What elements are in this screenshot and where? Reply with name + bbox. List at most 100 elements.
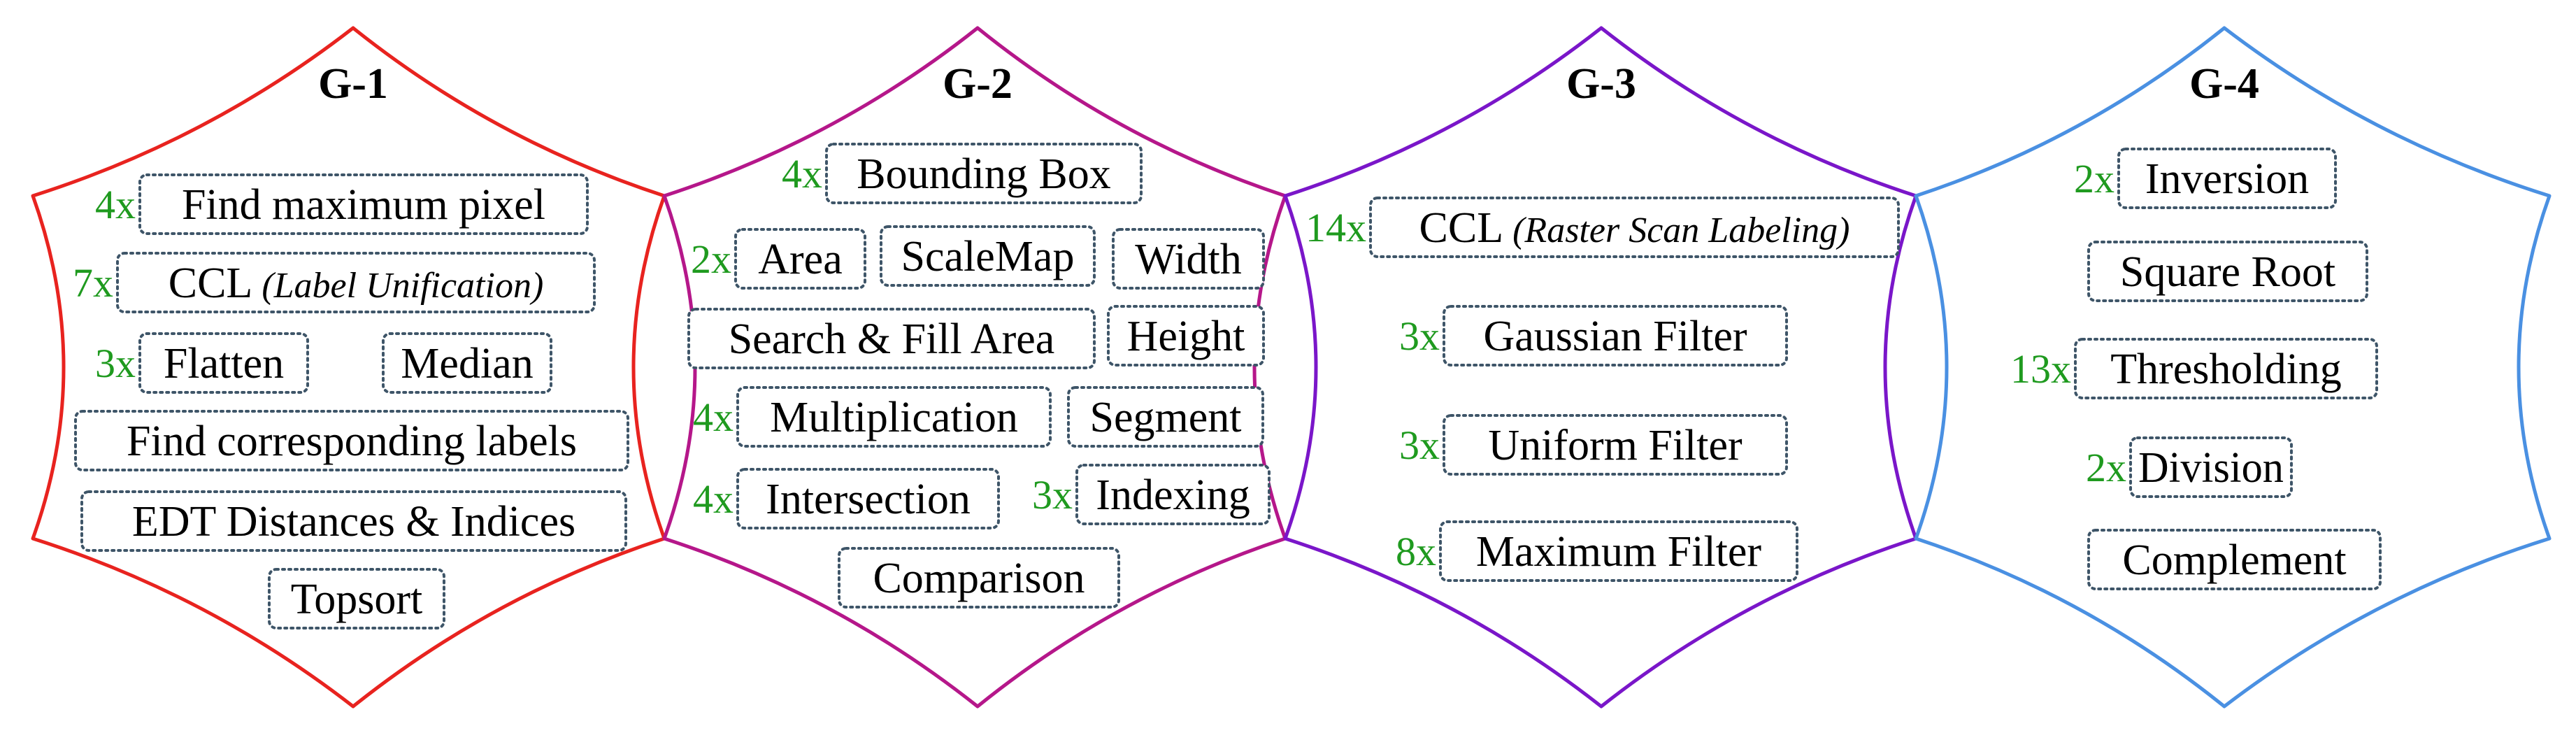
op-item-g-1-find-maximum-pixel: 4x Find maximum pixel bbox=[95, 173, 589, 235]
op-item-g-2-segment: Segment bbox=[1067, 386, 1264, 448]
op-box bbox=[116, 252, 596, 313]
multiplier-label: 14x bbox=[1305, 205, 1366, 250]
op-box bbox=[80, 490, 627, 552]
op-box bbox=[1439, 520, 1798, 582]
op-box bbox=[2087, 529, 2382, 590]
multiplier-label: 4x bbox=[782, 151, 822, 197]
op-label: Median bbox=[401, 340, 533, 387]
op-label: Thresholding bbox=[2110, 346, 2342, 393]
group-title-g-4: G-4 bbox=[2189, 60, 2259, 108]
op-label: Flatten bbox=[164, 340, 284, 387]
multiplier-label: 2x bbox=[2074, 156, 2115, 201]
multiplier-label: 8x bbox=[1396, 529, 1436, 574]
op-item-g-2-width: Width bbox=[1112, 228, 1265, 290]
op-box bbox=[74, 410, 629, 471]
op-box bbox=[1107, 305, 1265, 366]
op-box bbox=[880, 225, 1096, 287]
op-item-g-3-maximum-filter: 8x Maximum Filter bbox=[1396, 520, 1798, 582]
op-box bbox=[2117, 148, 2337, 209]
op-item-g-1-median: Median bbox=[382, 332, 552, 394]
op-item-g-2-scalemap: ScaleMap bbox=[880, 225, 1096, 287]
multiplier-label: 2x bbox=[2086, 445, 2126, 490]
op-label: ScaleMap bbox=[901, 233, 1075, 280]
op-item-g-4-complement: Complement bbox=[2087, 529, 2382, 590]
op-box bbox=[1369, 197, 1900, 258]
multiplier-label: 3x bbox=[1032, 472, 1073, 518]
op-label: Multiplication bbox=[770, 394, 1018, 441]
op-box bbox=[382, 332, 552, 394]
op-box bbox=[1075, 464, 1271, 525]
op-label: Division bbox=[2138, 444, 2284, 492]
op-label: Maximum Filter bbox=[1476, 528, 1762, 576]
group-outline-g-4 bbox=[1914, 26, 2552, 709]
group-title-g-3: G-3 bbox=[1566, 60, 1636, 108]
op-item-g-2-indexing: 3x Indexing bbox=[1032, 464, 1271, 525]
op-label: CCL (Label Unification) bbox=[169, 259, 544, 307]
op-label: Complement bbox=[2122, 536, 2346, 584]
op-label: EDT Distances & Indices bbox=[132, 498, 575, 546]
op-label: Topsort bbox=[291, 576, 423, 623]
op-label: Search & Fill Area bbox=[729, 315, 1055, 363]
op-label: Find corresponding labels bbox=[127, 418, 577, 465]
op-box bbox=[2129, 436, 2293, 498]
op-label: Bounding Box bbox=[857, 150, 1110, 198]
group-title-g-2: G-2 bbox=[943, 60, 1012, 108]
op-box bbox=[736, 386, 1052, 448]
op-label: Intersection bbox=[766, 476, 971, 523]
op-item-g-1-flatten: 3x Flatten bbox=[95, 332, 309, 394]
op-label: Indexing bbox=[1096, 471, 1250, 519]
op-box bbox=[2087, 241, 2368, 302]
op-box bbox=[1443, 414, 1788, 476]
group-outline-g-3 bbox=[1283, 26, 1918, 709]
op-label: Width bbox=[1135, 236, 1242, 283]
op-box bbox=[268, 568, 445, 629]
op-item-g-4-thresholding: 13x Thresholding bbox=[2010, 338, 2378, 399]
op-item-g-4-inversion: 2x Inversion bbox=[2074, 148, 2337, 209]
op-label: Segment bbox=[1090, 394, 1242, 441]
op-label: Area bbox=[758, 236, 842, 283]
op-sublabel: (Label Unification) bbox=[252, 266, 543, 306]
multiplier-label: 3x bbox=[95, 341, 136, 386]
op-label: Gaussian Filter bbox=[1483, 313, 1747, 360]
op-box bbox=[1067, 386, 1264, 448]
op-box bbox=[1112, 228, 1265, 290]
op-item-g-1-find-corresponding-labels: Find corresponding labels bbox=[74, 410, 629, 471]
multiplier-label: 3x bbox=[1399, 313, 1440, 359]
op-item-g-1-topsort: Topsort bbox=[268, 568, 445, 629]
op-label: Inversion bbox=[2145, 155, 2309, 203]
op-label: Height bbox=[1127, 313, 1245, 360]
op-box bbox=[838, 547, 1120, 609]
op-label: Uniform Filter bbox=[1488, 422, 1743, 469]
multiplier-label: 2x bbox=[691, 236, 731, 282]
op-box bbox=[138, 332, 309, 394]
op-item-g-2-bounding-box: 4x Bounding Box bbox=[782, 143, 1143, 204]
op-box bbox=[687, 308, 1096, 369]
op-sublabel: (Raster Scan Labeling) bbox=[1503, 211, 1849, 250]
op-item-g-2-comparison: Comparison bbox=[838, 547, 1120, 609]
group-outlines bbox=[31, 26, 2552, 709]
op-label: Square Root bbox=[2120, 248, 2335, 296]
op-label: Find maximum pixel bbox=[182, 181, 545, 229]
op-box bbox=[736, 468, 1000, 529]
op-item-g-2-search-and-fill-area: Search & Fill Area bbox=[687, 308, 1096, 369]
op-box bbox=[138, 173, 589, 235]
op-item-g-1-edt-distances-and-indices: EDT Distances & Indices bbox=[80, 490, 627, 552]
op-box bbox=[734, 228, 866, 290]
multiplier-label: 4x bbox=[95, 182, 136, 227]
op-box bbox=[825, 143, 1143, 204]
op-item-g-3-gaussian-filter: 3x Gaussian Filter bbox=[1399, 305, 1788, 366]
op-item-g-4-division: 2x Division bbox=[2086, 436, 2293, 498]
op-item-g-2-intersection: 4x Intersection bbox=[693, 468, 1000, 529]
multiplier-label: 3x bbox=[1399, 422, 1440, 468]
op-label: Comparison bbox=[873, 555, 1085, 602]
multiplier-label: 4x bbox=[693, 476, 734, 522]
multiplier-label: 7x bbox=[73, 260, 113, 306]
op-item-g-2-height: Height bbox=[1107, 305, 1265, 366]
op-box bbox=[1443, 305, 1788, 366]
op-box bbox=[2074, 338, 2378, 399]
group-title-g-1: G-1 bbox=[318, 60, 388, 108]
multiplier-label: 13x bbox=[2010, 346, 2071, 392]
